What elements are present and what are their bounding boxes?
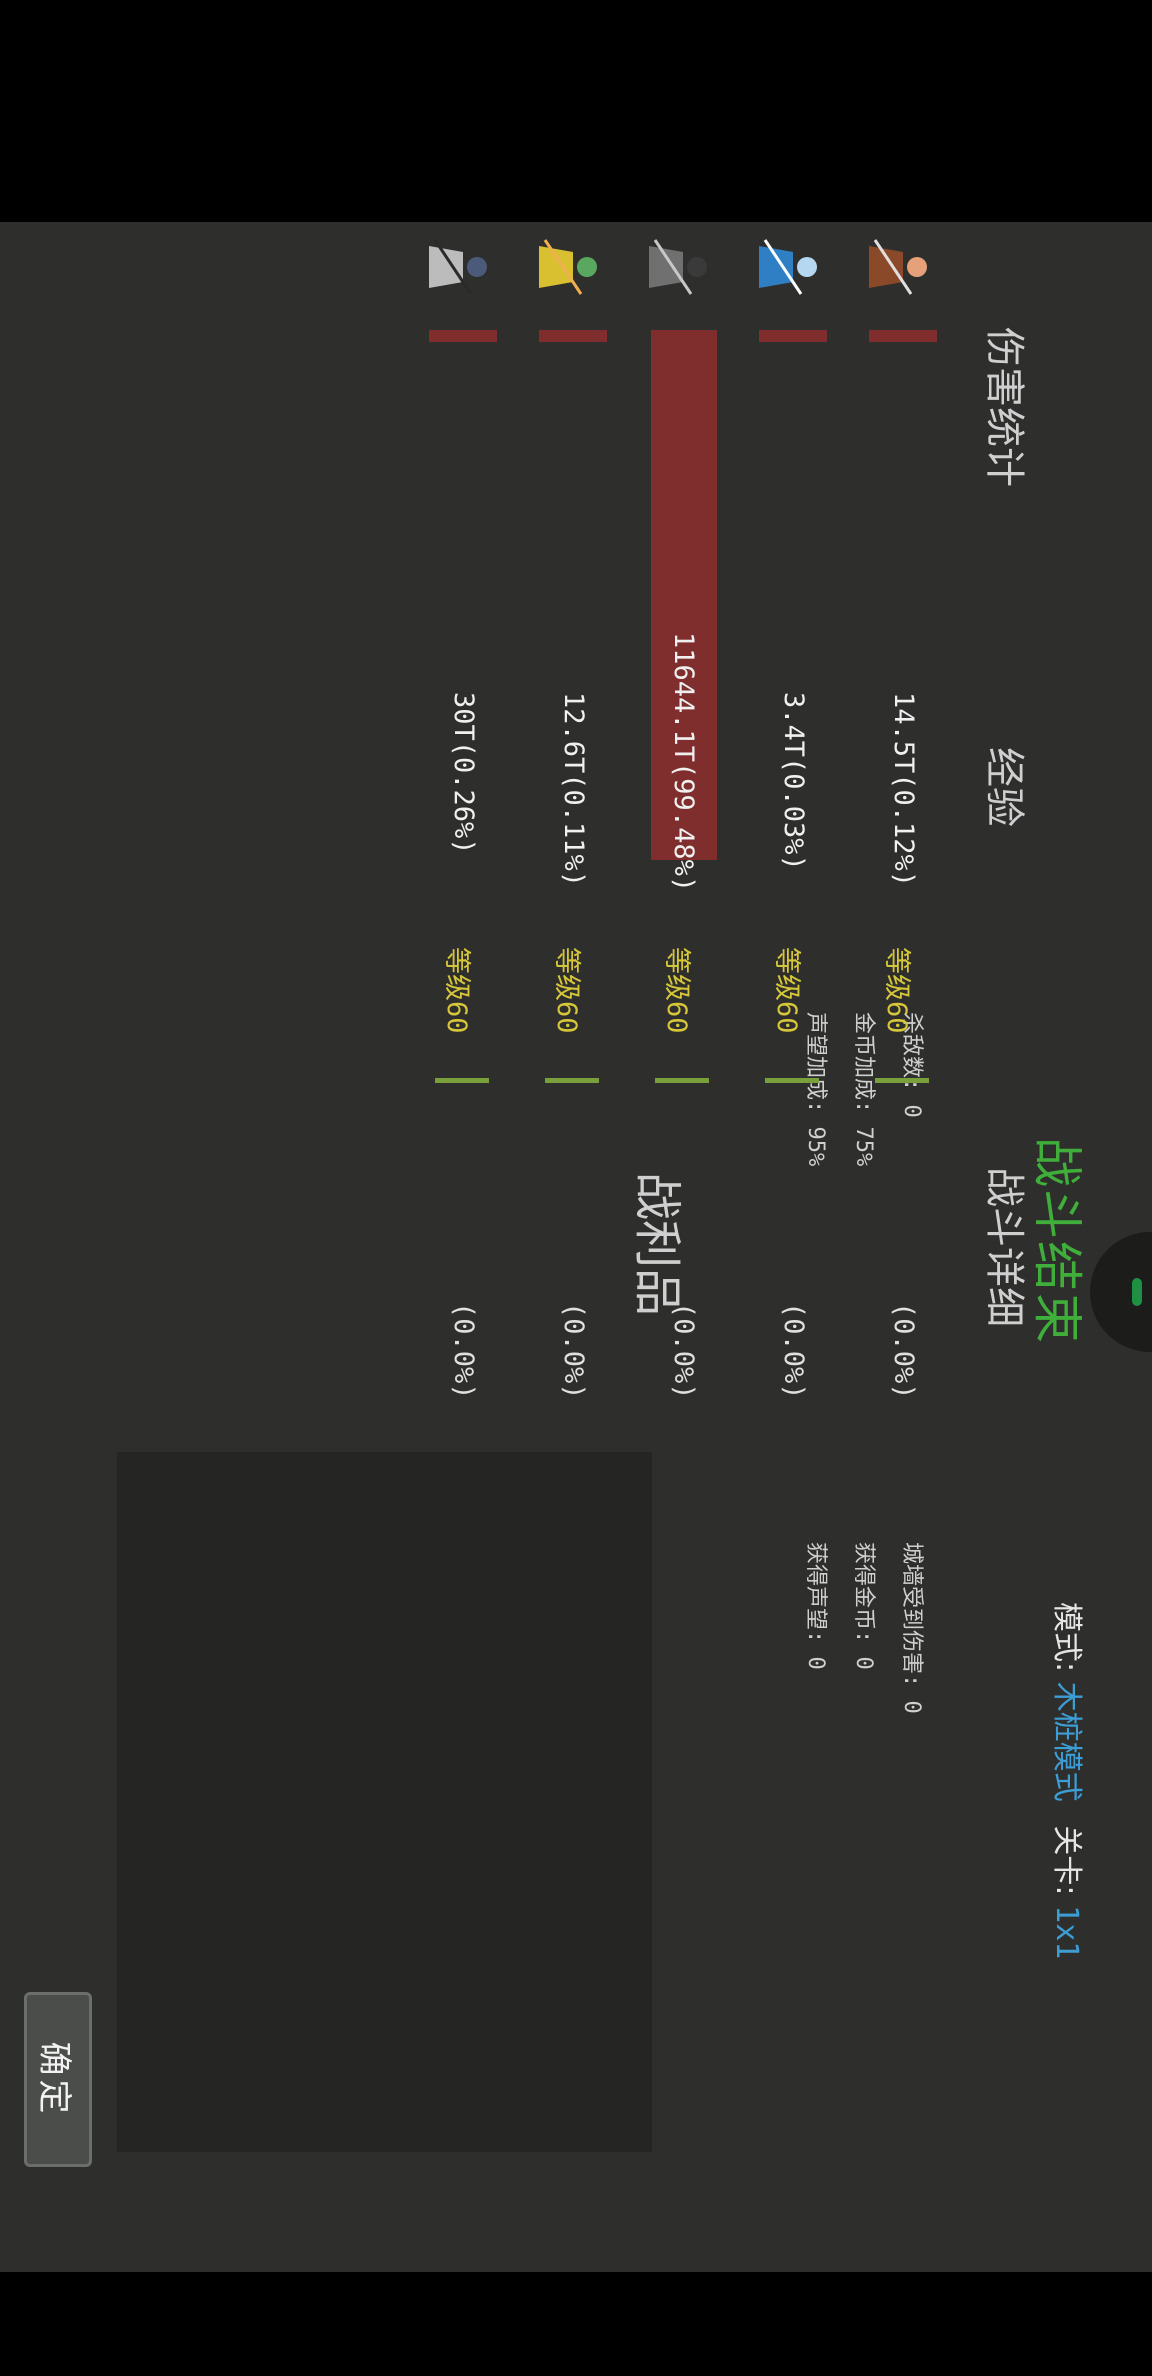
exp-value: (0.0%) (558, 1302, 589, 1400)
fame-bonus-stat: 声望加成: 95% (803, 1012, 828, 1167)
hero-archer-portrait (863, 232, 933, 302)
level-value: 等级60 (551, 947, 582, 1034)
gold-gained-stat: 获得金币: 0 (851, 1542, 876, 1670)
game-viewport: 战斗结束 模式: 木桩模式 关卡: 1x1 伤害统计 经验 战斗详细 战利品 城… (0, 222, 1152, 2272)
damage-bar (759, 330, 827, 342)
handle-indicator-icon (1132, 1278, 1142, 1306)
level-value: 等级60 (881, 947, 912, 1034)
level-value: 等级60 (661, 947, 692, 1034)
exp-bar (875, 1078, 929, 1083)
level-value: 等级60 (441, 947, 472, 1034)
hero-swordsman-portrait (423, 232, 493, 302)
damage-taken-stat: 城墙受到伤害: 0 (899, 1542, 924, 1714)
damage-value: 11644.1T(99.48%) (668, 632, 699, 893)
side-menu-handle[interactable] (1090, 1232, 1152, 1352)
exp-bar (655, 1078, 709, 1083)
damage-bar (539, 330, 607, 342)
exp-bar (545, 1078, 599, 1083)
exp-value: (0.0%) (448, 1302, 479, 1400)
mode-info: 模式: 木桩模式 关卡: 1x1 (1048, 1602, 1092, 1959)
exp-bar (765, 1078, 819, 1083)
level-value: 等级60 (771, 947, 802, 1034)
fame-gained-stat: 获得声望: 0 (803, 1542, 828, 1670)
hero-mage-portrait (753, 232, 823, 302)
damage-value: 3.4T(0.03%) (778, 692, 809, 871)
battle-details-header: 战斗详细 (981, 1167, 1027, 1327)
stage-label: 关卡: (1049, 1825, 1084, 1896)
loot-header: 战利品 (629, 1172, 685, 1317)
exp-value: (0.0%) (888, 1302, 919, 1400)
confirm-button[interactable]: 确定 (24, 1992, 92, 2167)
exp-value: (0.0%) (668, 1302, 699, 1400)
damage-value: 12.6T(0.11%) (558, 692, 589, 888)
loot-panel (117, 1452, 652, 2152)
hero-knight-portrait (643, 232, 713, 302)
stage-value: 1x1 (1049, 1905, 1084, 1960)
damage-bar (869, 330, 937, 342)
mode-value: 木桩模式 (1049, 1681, 1084, 1802)
bottom-black-bar (0, 2272, 1152, 2376)
exp-bar (435, 1078, 489, 1083)
mode-label: 模式: (1049, 1602, 1084, 1673)
hero-fairy-portrait (533, 232, 603, 302)
experience-header: 经验 (981, 747, 1027, 827)
gold-bonus-stat: 金币加成: 75% (851, 1012, 876, 1167)
top-black-bar (0, 0, 1152, 222)
battle-result-screen: 战斗结束 模式: 木桩模式 关卡: 1x1 伤害统计 经验 战斗详细 战利品 城… (0, 222, 1152, 2272)
damage-stats-header: 伤害统计 (981, 327, 1027, 487)
damage-bar (429, 330, 497, 342)
exp-value: (0.0%) (778, 1302, 809, 1400)
damage-value: 30T(0.26%) (448, 692, 479, 855)
damage-value: 14.5T(0.12%) (888, 692, 919, 888)
